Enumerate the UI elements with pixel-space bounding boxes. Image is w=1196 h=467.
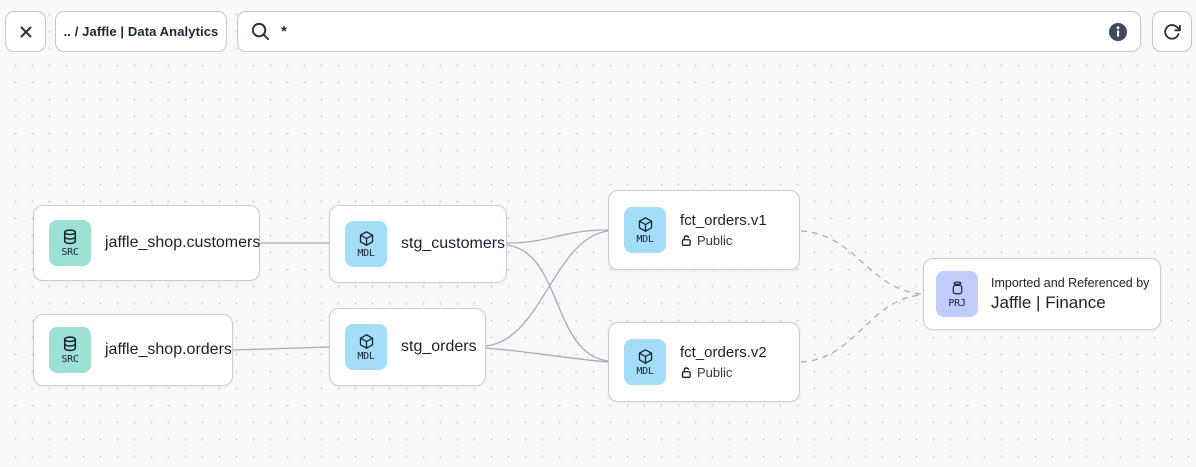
database-icon [63, 229, 77, 245]
access-label: Public [697, 233, 733, 248]
node-fct-orders-v1[interactable]: MDL fct_orders.v1 Public [608, 190, 800, 270]
cube-icon [359, 230, 373, 246]
cube-icon [359, 333, 373, 349]
badge-label: SRC [61, 247, 79, 258]
node-label: Jaffle | Finance [991, 292, 1106, 312]
node-jaffle-shop-customers[interactable]: SRC jaffle_shop.customers [33, 205, 260, 281]
node-fct-orders-v2[interactable]: MDL fct_orders.v2 Public [608, 322, 800, 402]
x-icon [20, 26, 31, 37]
info-icon[interactable] [1108, 22, 1128, 42]
lock-open-icon [681, 367, 691, 378]
project-sublabel: Imported and Referenced by [991, 275, 1150, 290]
node-stg-customers[interactable]: MDL stg_customers [329, 205, 507, 283]
node-project-jaffle-finance[interactable]: PRJ Imported and Referenced by Jaffle | … [923, 258, 1161, 330]
refresh-button[interactable] [1152, 11, 1192, 52]
node-label: jaffle_shop.orders [105, 341, 232, 358]
badge-label: PRJ [948, 297, 966, 309]
badge-label: MDL [636, 365, 654, 377]
lock-open-icon [681, 235, 691, 246]
close-button[interactable] [5, 11, 46, 52]
node-label: jaffle_shop.customers [105, 234, 261, 251]
cube-icon [638, 348, 652, 364]
model-badge: MDL [624, 207, 666, 253]
breadcrumb-button[interactable]: .. / Jaffle | Data Analytics [55, 11, 227, 52]
project-badge: PRJ [936, 271, 978, 317]
access-row: Public [680, 233, 767, 248]
cube-icon [638, 216, 652, 232]
search-input[interactable] [281, 23, 1098, 40]
access-label: Public [697, 365, 733, 380]
source-badge: SRC [49, 327, 91, 373]
breadcrumb: .. / Jaffle | Data Analytics [63, 24, 219, 39]
node-stg-orders[interactable]: MDL stg_orders [329, 308, 486, 386]
model-badge: MDL [345, 324, 387, 370]
badge-label: MDL [357, 350, 375, 362]
model-badge: MDL [624, 339, 666, 385]
node-label: fct_orders.v1 [680, 212, 767, 229]
refresh-clockwise-icon [1164, 23, 1181, 40]
source-badge: SRC [49, 220, 91, 266]
node-label: stg_orders [401, 338, 477, 355]
badge-label: MDL [636, 233, 654, 245]
model-badge: MDL [345, 221, 387, 267]
badge-label: MDL [357, 247, 375, 259]
access-row: Public [680, 365, 767, 380]
badge-label: SRC [61, 354, 79, 365]
node-jaffle-shop-orders[interactable]: SRC jaffle_shop.orders [33, 314, 233, 386]
node-label: stg_customers [401, 235, 506, 252]
node-label: fct_orders.v2 [680, 344, 767, 361]
database-icon [63, 336, 77, 352]
search-bar[interactable] [237, 11, 1141, 52]
jar-icon [952, 280, 962, 294]
magnifier-icon [251, 22, 270, 41]
